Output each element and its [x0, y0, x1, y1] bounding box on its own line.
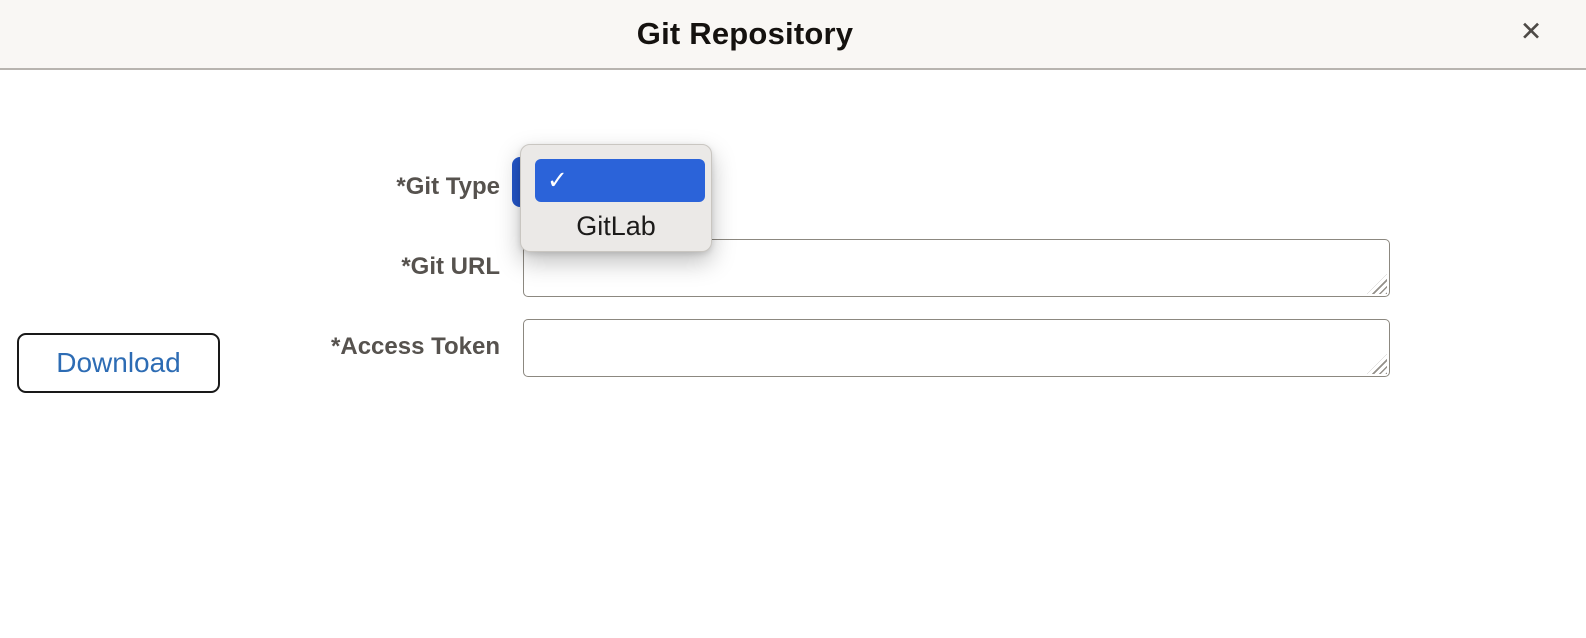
page-title: Git Repository	[636, 16, 854, 51]
git-type-label: *Git Type	[396, 173, 500, 200]
close-button[interactable]: ✕	[1516, 15, 1547, 50]
git-url-label: *Git URL	[401, 253, 500, 280]
access-token-label: *Access Token	[331, 333, 500, 360]
dropdown-option-blank-selected[interactable]: ✓	[535, 159, 705, 202]
checkmark-icon: ✓	[547, 166, 568, 194]
download-button[interactable]: Download	[17, 333, 220, 393]
dialog-header: Git Repository ✕	[0, 0, 1586, 70]
access-token-field-wrap	[523, 319, 1390, 377]
git-type-dropdown-popup: ✓ GitLab	[520, 144, 712, 252]
close-icon: ✕	[1519, 16, 1543, 47]
dropdown-option-gitlab[interactable]: GitLab	[576, 211, 656, 241]
access-token-input[interactable]	[523, 319, 1390, 377]
dialog-body: *Git Type ✓ GitLab *Git URL *Access Toke…	[0, 70, 1586, 636]
